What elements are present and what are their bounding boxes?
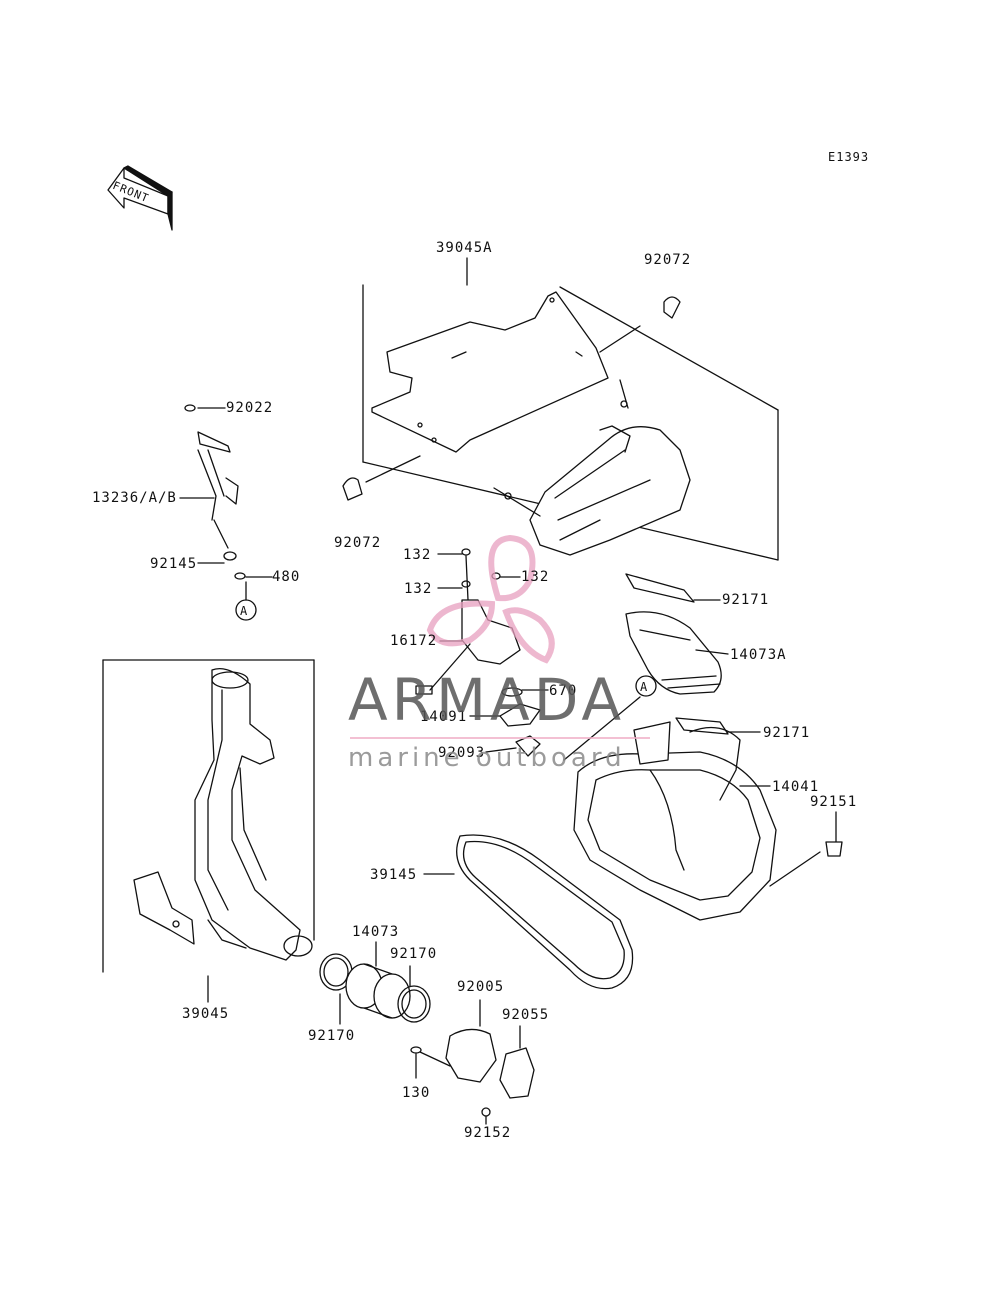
assembly-bracket-39045 [102, 659, 315, 1003]
part-label: 670 [549, 683, 578, 699]
clamp-part [675, 717, 761, 735]
part-label: 92170 [308, 1028, 356, 1044]
part-label: 92055 [502, 1007, 550, 1023]
part-label: 92145 [150, 556, 198, 572]
bolt-part [825, 811, 843, 857]
part-label: 39145 [370, 867, 418, 883]
drive-cover-part [563, 675, 821, 921]
part-label: 92171 [722, 592, 770, 608]
part-label: 14091 [420, 709, 468, 725]
part-label: 92005 [457, 979, 505, 995]
part-label: 14073A [730, 647, 787, 663]
cover-plate-part [371, 291, 609, 453]
housing-part [445, 999, 497, 1083]
part-label: 92022 [226, 400, 274, 416]
clamp-part [625, 573, 721, 603]
part-label: 14041 [772, 779, 820, 795]
seal-part [499, 1047, 535, 1099]
cover-part [499, 703, 541, 727]
part-label: 92072 [334, 535, 382, 551]
clip-part [663, 296, 681, 319]
part-label: 92171 [763, 725, 811, 741]
screw-part [410, 1046, 451, 1079]
o-ring-part [501, 687, 523, 697]
part-label: 132 [403, 547, 432, 563]
part-label: 92151 [810, 794, 858, 810]
diagram-code: E1393 [828, 150, 870, 164]
part-label: 132 [521, 569, 550, 585]
intake-duct-part [133, 667, 313, 961]
callout-marker: A [640, 680, 649, 694]
washer-part [481, 1107, 491, 1117]
watermark-propeller-icon [426, 534, 555, 664]
part-label: 39045 [182, 1006, 230, 1022]
part-label: 130 [402, 1085, 431, 1101]
watermark-divider [350, 737, 650, 739]
callout-marker: A [240, 604, 249, 618]
part-label: 39045A [436, 240, 493, 256]
clamp-part [397, 985, 431, 1023]
lever-assembly-part [179, 404, 273, 621]
watermark-title: ARMADA [348, 666, 626, 734]
belt-part [423, 834, 634, 990]
watermark-subtitle: marine outboard [348, 743, 626, 773]
part-label: 14073 [352, 924, 400, 940]
part-label: 132 [404, 581, 433, 597]
part-label: 92072 [644, 252, 692, 268]
part-label: 92170 [390, 946, 438, 962]
air-duct-part [493, 379, 691, 556]
part-label: 16172 [390, 633, 438, 649]
front-arrow-icon [107, 165, 173, 231]
part-label: 13236/A/B [92, 490, 177, 506]
sleeve-part [345, 941, 411, 1019]
part-label: 480 [272, 569, 301, 585]
boot-duct-part [625, 611, 729, 695]
part-label: 92152 [464, 1125, 512, 1141]
part-label: 92093 [438, 745, 486, 761]
clip-part [342, 477, 363, 501]
actuator-part [415, 548, 521, 695]
